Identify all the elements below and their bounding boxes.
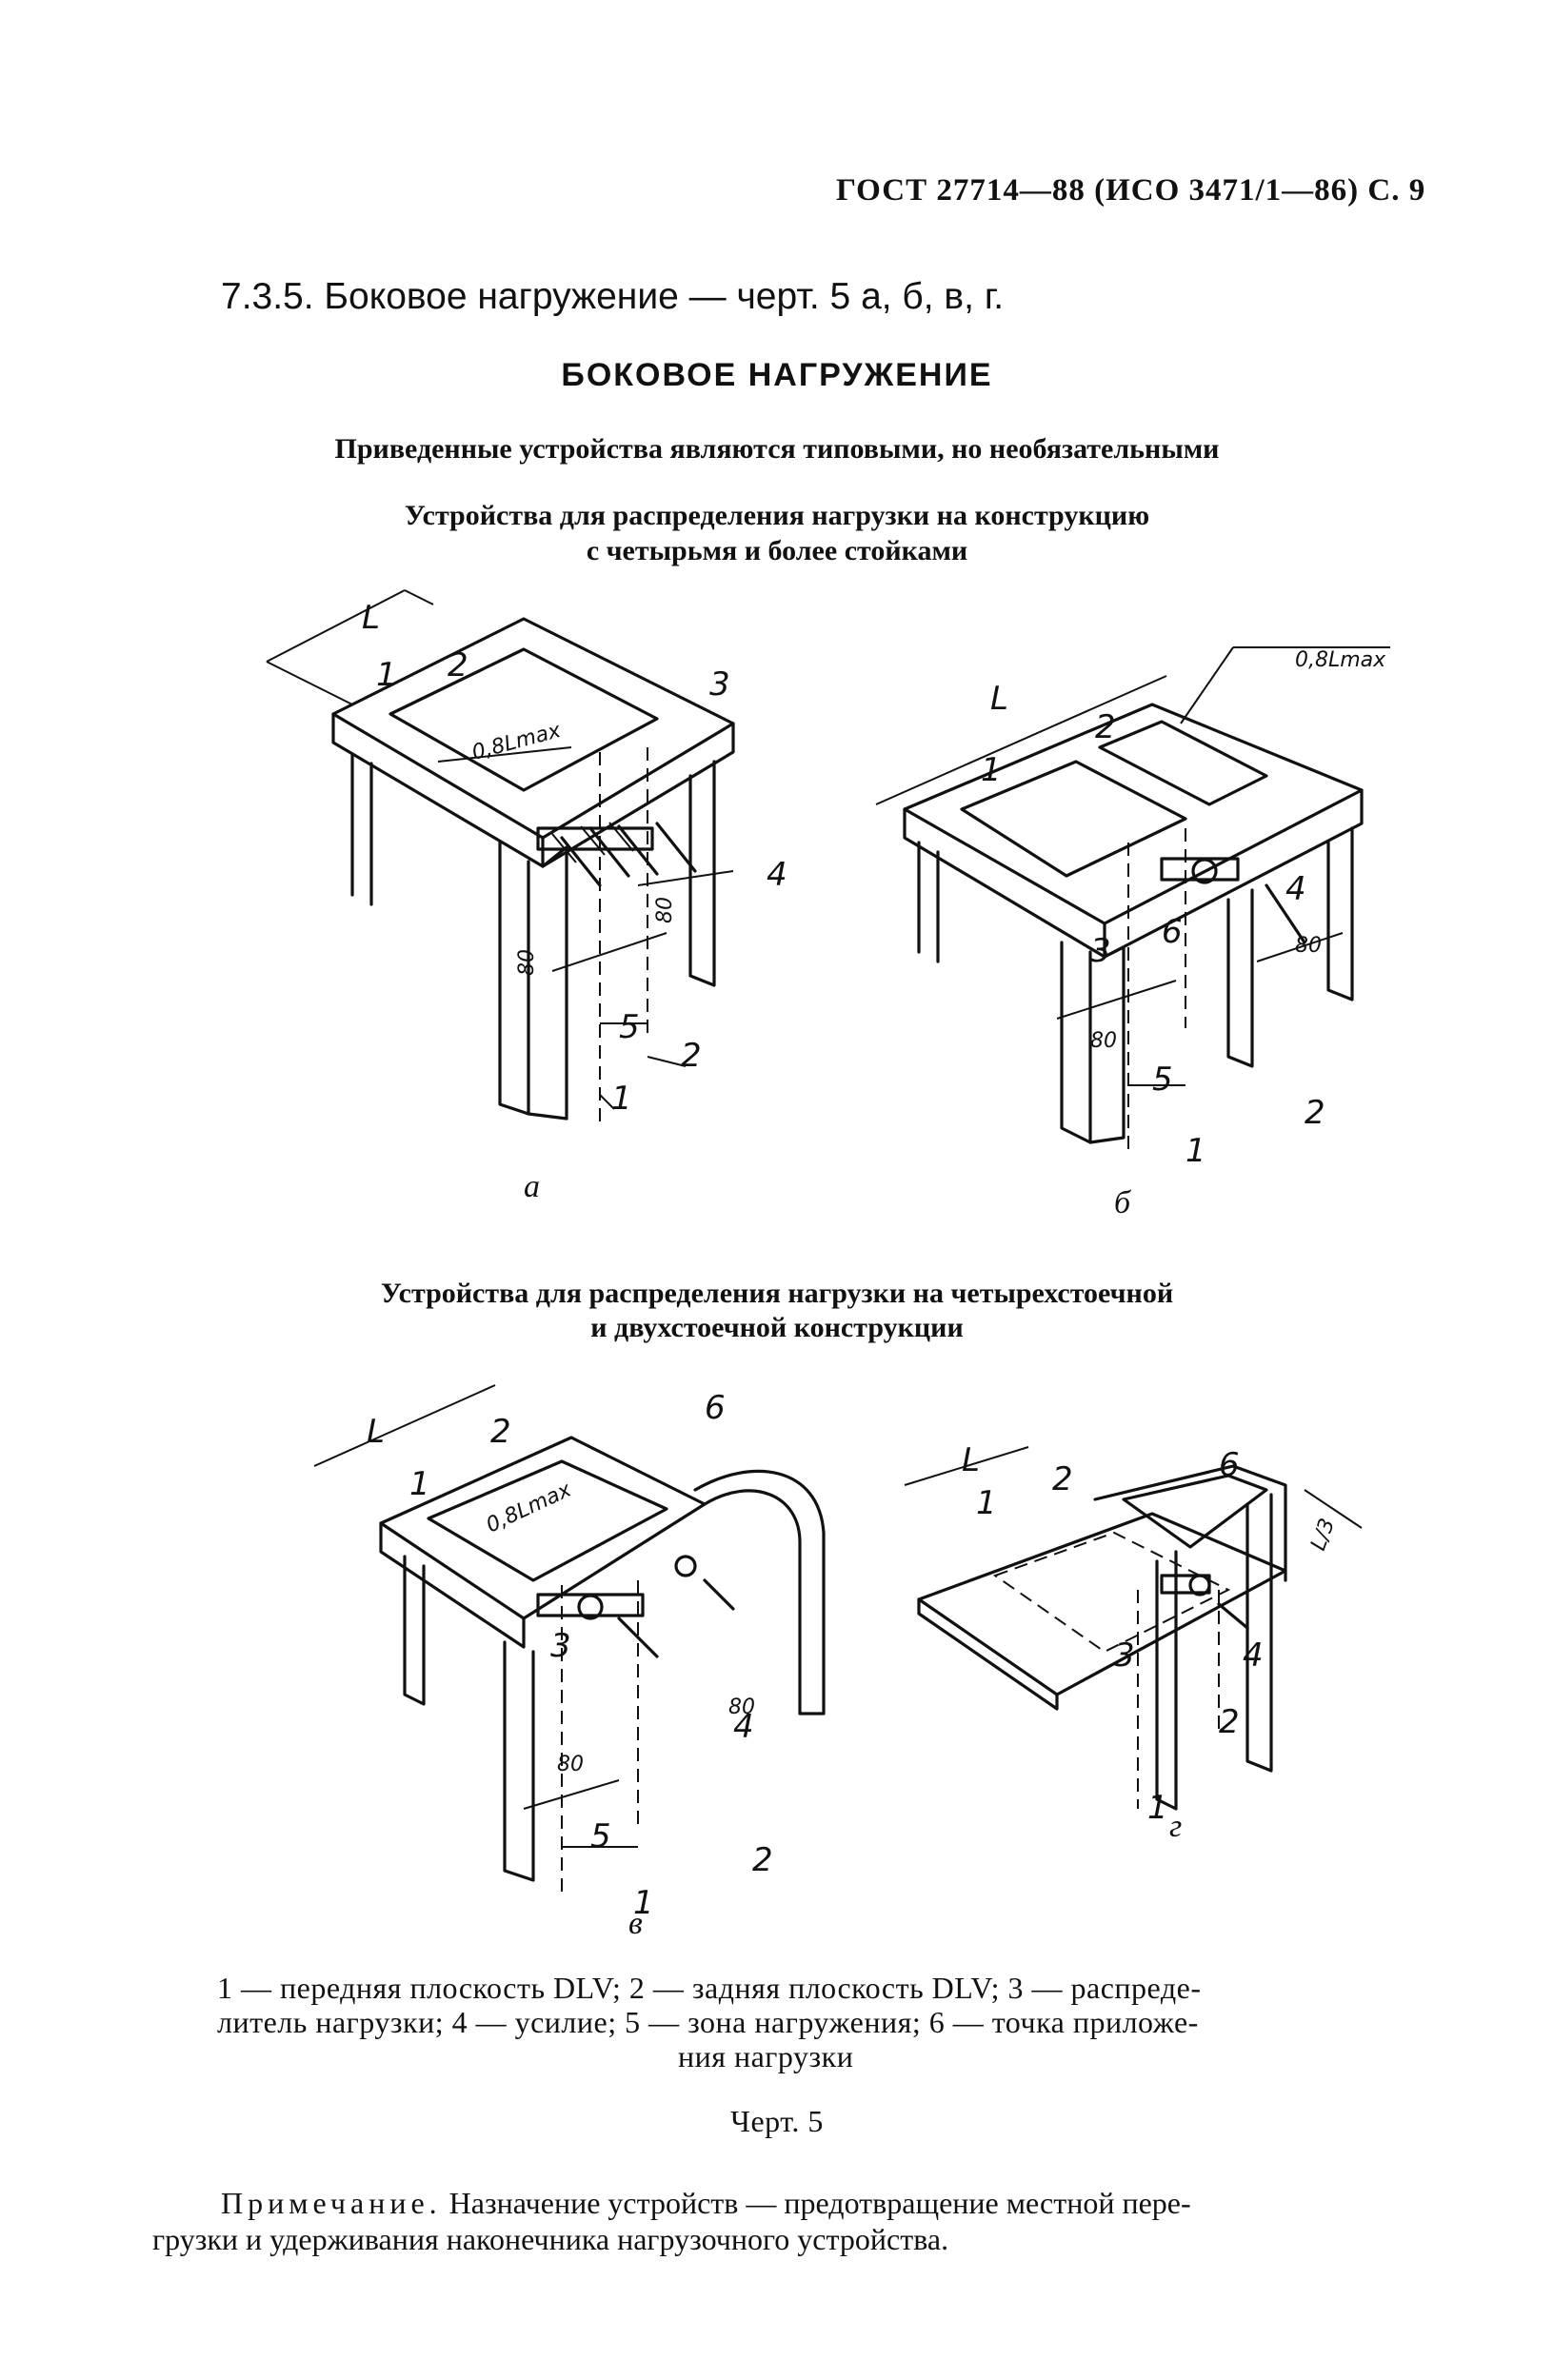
fig-b-label-1: 1 — [981, 751, 1002, 789]
legend-line1: 1 — передняя плоскость DLV; 2 — задняя п… — [217, 1971, 1202, 2005]
fig-a-label-5: 5 — [619, 1008, 640, 1046]
legend-line2: литель нагрузки; 4 — усилие; 5 — зона на… — [217, 2005, 1199, 2039]
note-text1: Назначение устройств — предотвращение ме… — [448, 2186, 1191, 2220]
fig-a-label-4: 4 — [767, 856, 787, 894]
fig-g-label-2: 2 — [1052, 1460, 1073, 1498]
fig-a-label-3: 3 — [709, 665, 730, 704]
fig-b-80-left: 80 — [1090, 1029, 1117, 1053]
fig-b-dim: 0,8Lmax — [1295, 648, 1386, 672]
fig-v-dim: 0,8Lmax — [483, 1478, 576, 1537]
fig-a-80-right: 80 — [653, 897, 677, 923]
fig-a-label-2: 2 — [448, 646, 468, 684]
fig-a-label-1: 1 — [376, 656, 397, 694]
fig-g-label-1b: 1 — [1147, 1789, 1168, 1827]
fig-a-label-2b: 2 — [681, 1037, 702, 1075]
fig-a-dim: 0,8Lmax — [469, 719, 564, 765]
fig-g-L: L — [962, 1441, 980, 1479]
subtitle-typical-devices: Приведенные устройства являются типовыми… — [334, 433, 1220, 465]
fig-b-80-right: 80 — [1295, 934, 1322, 958]
fig-v-label-4: 4 — [733, 1708, 754, 1746]
note-line2: грузки и удерживания наконечника нагрузо… — [152, 2222, 949, 2256]
fig-b-L: L — [990, 680, 1008, 718]
fig-b-label-2b: 2 — [1305, 1094, 1325, 1132]
subtitle-two-post-line1: Устройства для распределения нагрузки на… — [380, 1278, 1174, 1309]
fig-v-label-3: 3 — [550, 1627, 571, 1665]
note-line1: Примечание. Назначение устройств — предо… — [221, 2186, 1191, 2221]
figure-caption: Черт. 5 — [730, 2104, 824, 2138]
figure-v-letter: в — [628, 1906, 643, 1941]
fig-v-label-5: 5 — [590, 1817, 611, 1855]
fig-g-label-3: 3 — [1114, 1636, 1135, 1675]
fig-b-label-6: 6 — [1162, 913, 1183, 951]
note-label: Примечание. — [221, 2186, 442, 2220]
fig-g-label-1: 1 — [976, 1484, 997, 1522]
fig-v-L: L — [367, 1413, 385, 1451]
figure-v-drawing: L 1 2 3 4 5 6 2 1 0,8Lmax 80 80 — [313, 1384, 826, 1922]
subtitle-two-post-line2: и двухстоечной конструкции — [590, 1312, 964, 1343]
fig-v-label-1b: 1 — [633, 1884, 654, 1922]
fig-v-label-2b: 2 — [752, 1841, 773, 1879]
fig-b-label-4: 4 — [1285, 870, 1306, 908]
fig-b-label-2: 2 — [1095, 708, 1116, 746]
fig-v-label-1: 1 — [409, 1465, 430, 1503]
figure-g-drawing: L 1 2 3 4 6 2 1 L/3 — [904, 1441, 1363, 1827]
fig-v-80-right: 80 — [728, 1696, 755, 1719]
fig-b-label-1b: 1 — [1185, 1132, 1206, 1170]
subtitle-four-post-line2: с четырьмя и более стойками — [586, 535, 968, 566]
fig-v-label-6: 6 — [705, 1389, 726, 1427]
figure-b-drawing: L 1 2 3 4 5 6 2 1 0,8Lmax 80 80 — [875, 646, 1390, 1170]
fig-a-80-left: 80 — [515, 949, 539, 976]
fig-g-label-6: 6 — [1219, 1446, 1240, 1484]
figure-b-letter: б — [1114, 1185, 1131, 1220]
fig-v-label-2: 2 — [490, 1413, 511, 1451]
fig-g-dim: L/3 — [1306, 1516, 1340, 1554]
section-heading: 7.3.5. Боковое нагружение — черт. 5 а, б… — [221, 276, 1005, 317]
fig-a-L: L — [362, 599, 380, 637]
figure-title: БОКОВОЕ НАГРУЖЕНИЕ — [561, 357, 993, 393]
fig-b-label-3: 3 — [1090, 932, 1111, 970]
page-header: ГОСТ 27714—88 (ИСО 3471/1—86) С. 9 — [836, 173, 1426, 208]
figure-a-drawing: L 1 2 3 4 5 2 1 0,8Lmax 80 80 — [266, 589, 787, 1123]
fig-b-label-5: 5 — [1152, 1061, 1173, 1099]
subtitle-four-post-line1: Устройства для распределения нагрузки на… — [404, 500, 1150, 531]
legend-line3: ния нагрузки — [678, 2039, 854, 2073]
figure-g-letter: г — [1169, 1809, 1183, 1844]
fig-g-label-4: 4 — [1243, 1636, 1264, 1675]
fig-a-label-1b: 1 — [611, 1080, 632, 1118]
figure-a-letter: а — [524, 1169, 540, 1204]
fig-v-80-left: 80 — [557, 1753, 584, 1776]
fig-g-label-2b: 2 — [1219, 1703, 1240, 1741]
